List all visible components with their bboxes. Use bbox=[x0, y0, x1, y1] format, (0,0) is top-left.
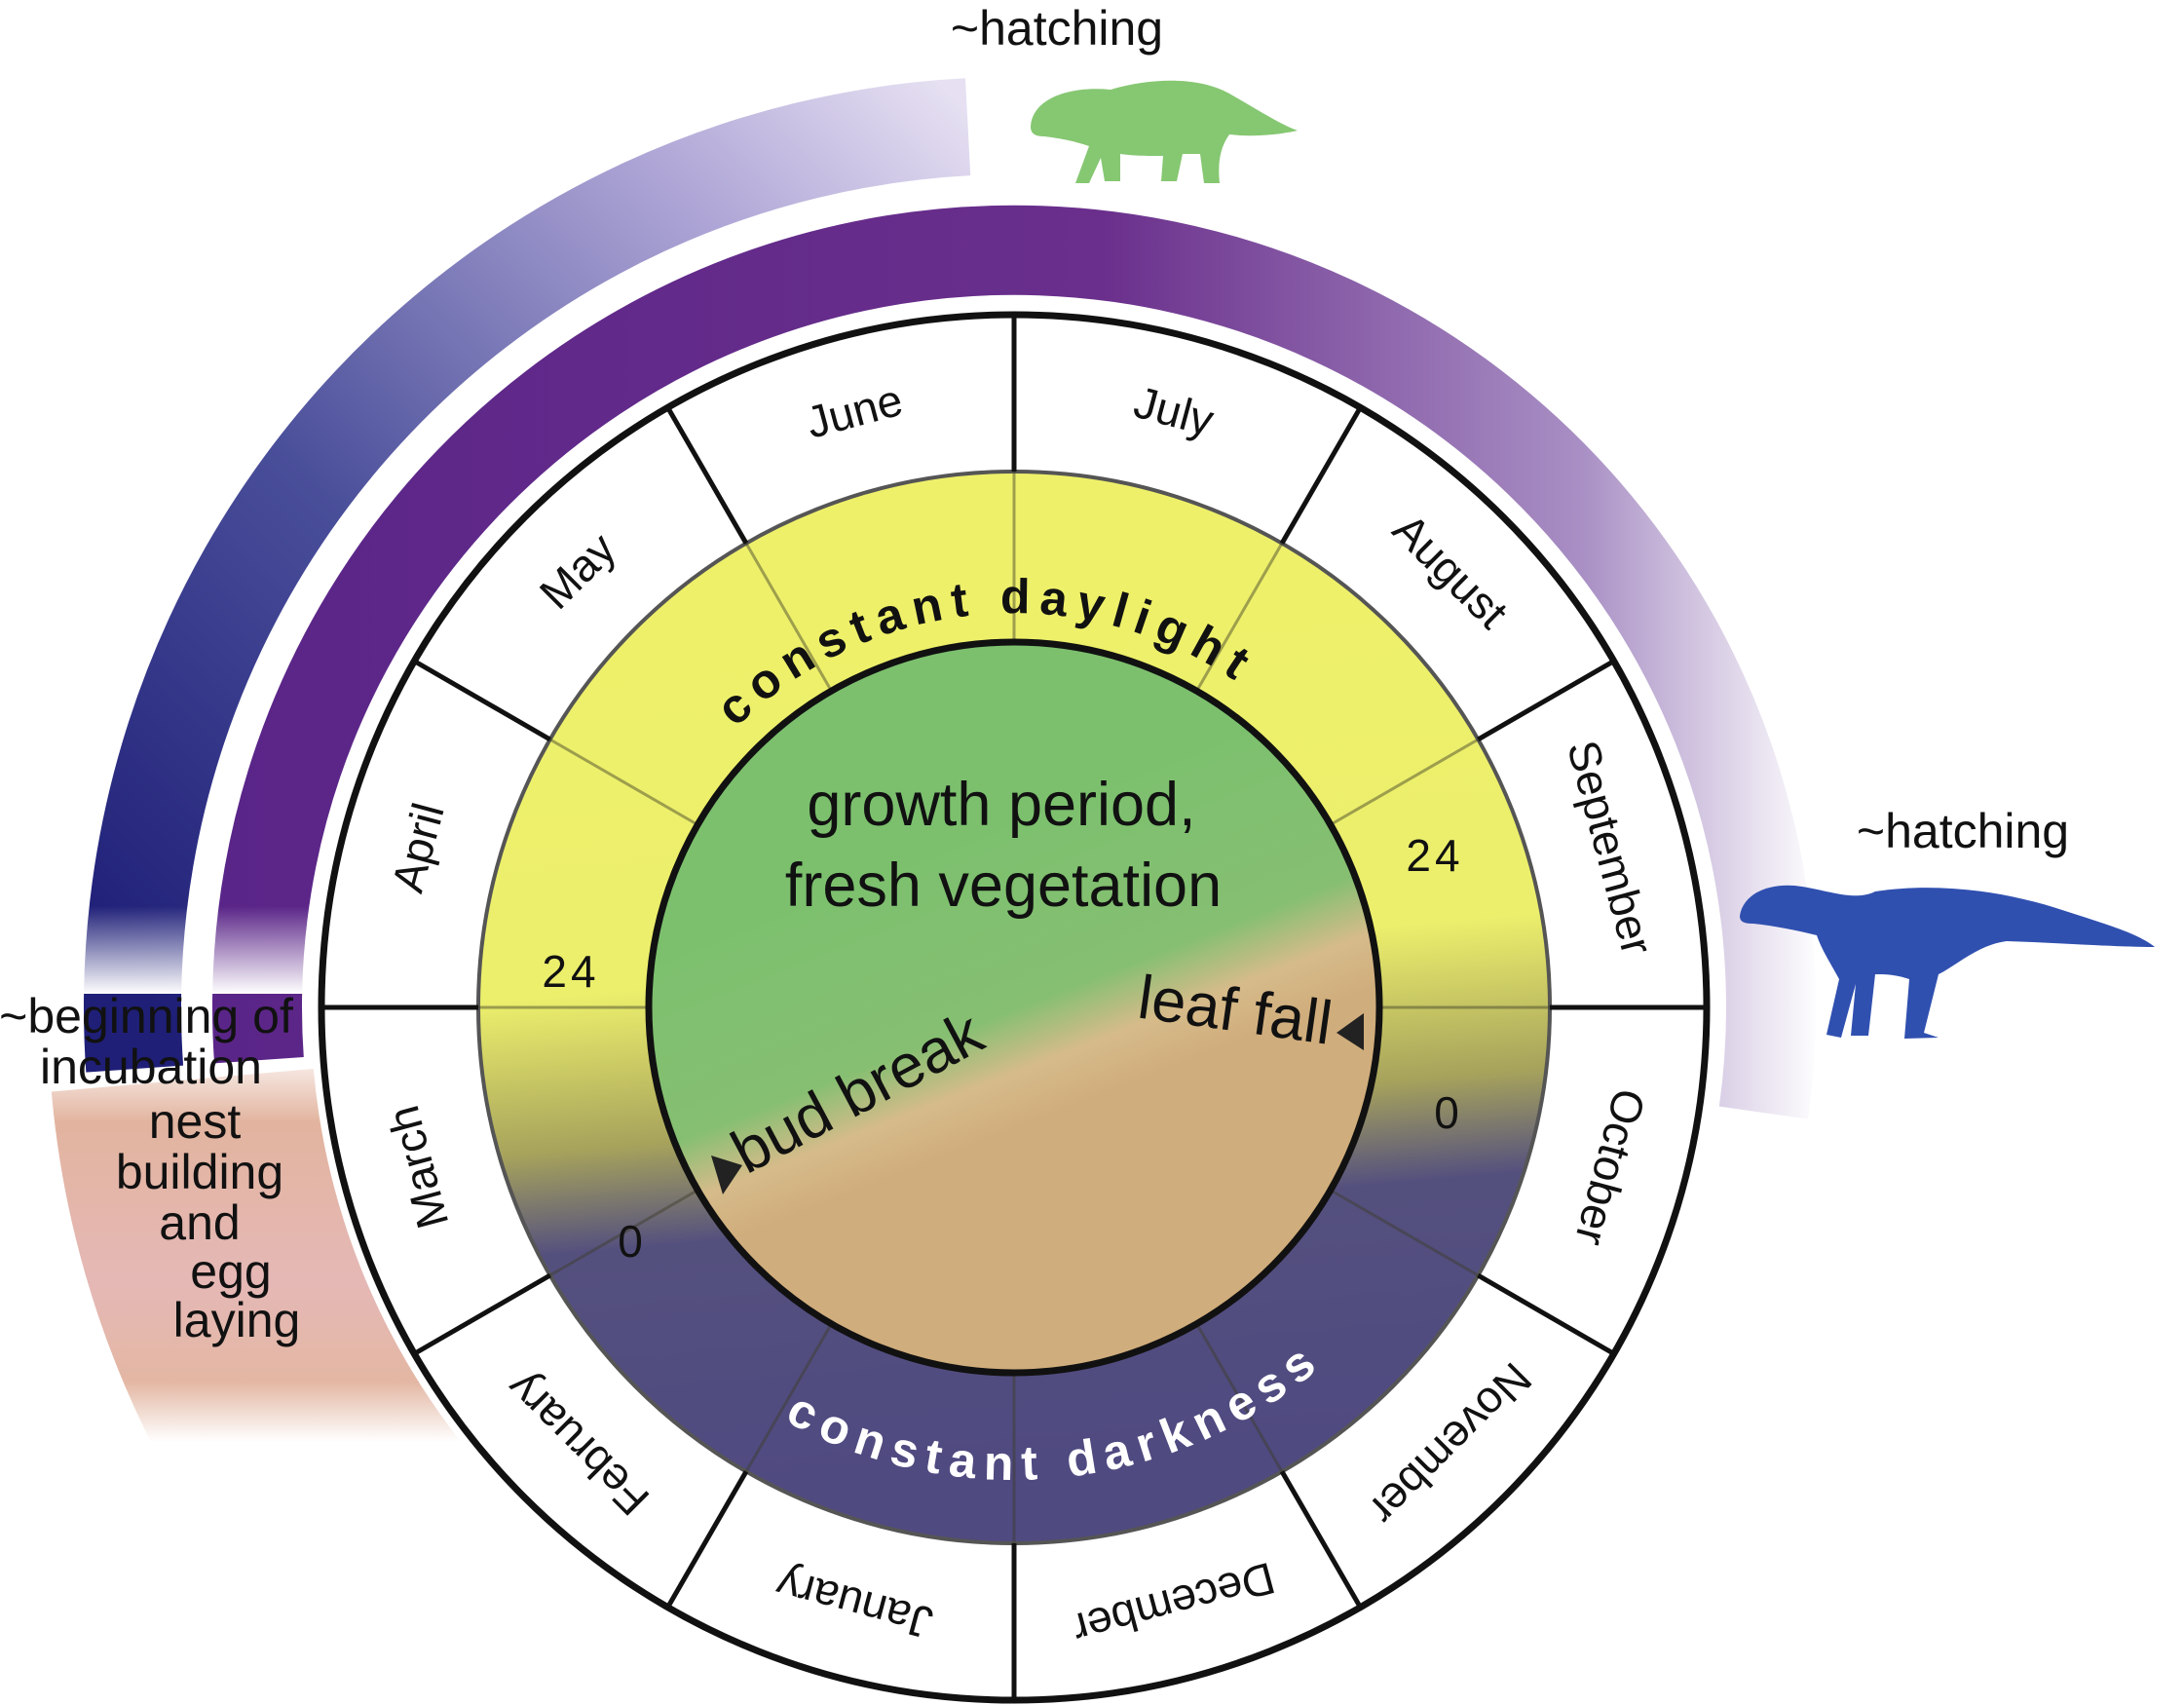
arc-fade bbox=[39, 906, 331, 994]
band-divider bbox=[1195, 1323, 1284, 1473]
month-divider bbox=[1279, 406, 1363, 545]
incubation-label-line-2: incubation bbox=[40, 1040, 262, 1094]
nesting-label-line-2: building bbox=[116, 1145, 283, 1199]
band-divider bbox=[744, 542, 833, 692]
month-divider bbox=[665, 1470, 749, 1609]
growth-season-arc bbox=[212, 205, 1816, 1119]
fresh-vegetation-label: fresh vegetation bbox=[785, 852, 1222, 920]
hours-label-march: 0 bbox=[618, 1216, 647, 1267]
growth-period-label: growth period, bbox=[807, 771, 1195, 839]
band-divider bbox=[1330, 738, 1480, 826]
band-divider bbox=[548, 1189, 698, 1277]
leaf-fall-marker-icon bbox=[1337, 1013, 1364, 1050]
hours-label-october: 0 bbox=[1434, 1087, 1463, 1138]
month-divider bbox=[413, 1272, 551, 1356]
band-divider bbox=[744, 1323, 833, 1473]
band-divider bbox=[548, 738, 698, 826]
vegetation-disc bbox=[645, 638, 1383, 1377]
nesting-label-line-5: laying bbox=[173, 1293, 301, 1347]
nesting-label-line-1: nest bbox=[149, 1094, 242, 1149]
month-divider bbox=[1477, 1272, 1615, 1356]
right-hatching-label: ~hatching bbox=[1857, 804, 2069, 858]
green-hatchling-dinosaur-icon bbox=[1031, 80, 1298, 183]
hours-label-september: 24 bbox=[1406, 830, 1463, 881]
month-divider bbox=[665, 406, 749, 545]
band-divider bbox=[1330, 1189, 1480, 1277]
incubation-label-line-1: ~beginning of bbox=[0, 989, 293, 1043]
incubation-arc bbox=[84, 78, 971, 1073]
nesting-label-line-4: egg bbox=[190, 1244, 271, 1299]
hours-label-april: 24 bbox=[542, 946, 599, 997]
month-divider bbox=[413, 659, 551, 742]
month-divider bbox=[1477, 659, 1615, 742]
top-hatching-label: ~hatching bbox=[951, 1, 1163, 56]
blue-hatchling-dinosaur-icon bbox=[1740, 885, 2155, 1039]
nesting-arc bbox=[51, 1067, 663, 1705]
nesting-label-line-3: and bbox=[159, 1195, 240, 1250]
bud-break-marker-icon bbox=[711, 1156, 742, 1194]
band-divider bbox=[1195, 542, 1284, 692]
month-divider bbox=[1279, 1470, 1363, 1609]
